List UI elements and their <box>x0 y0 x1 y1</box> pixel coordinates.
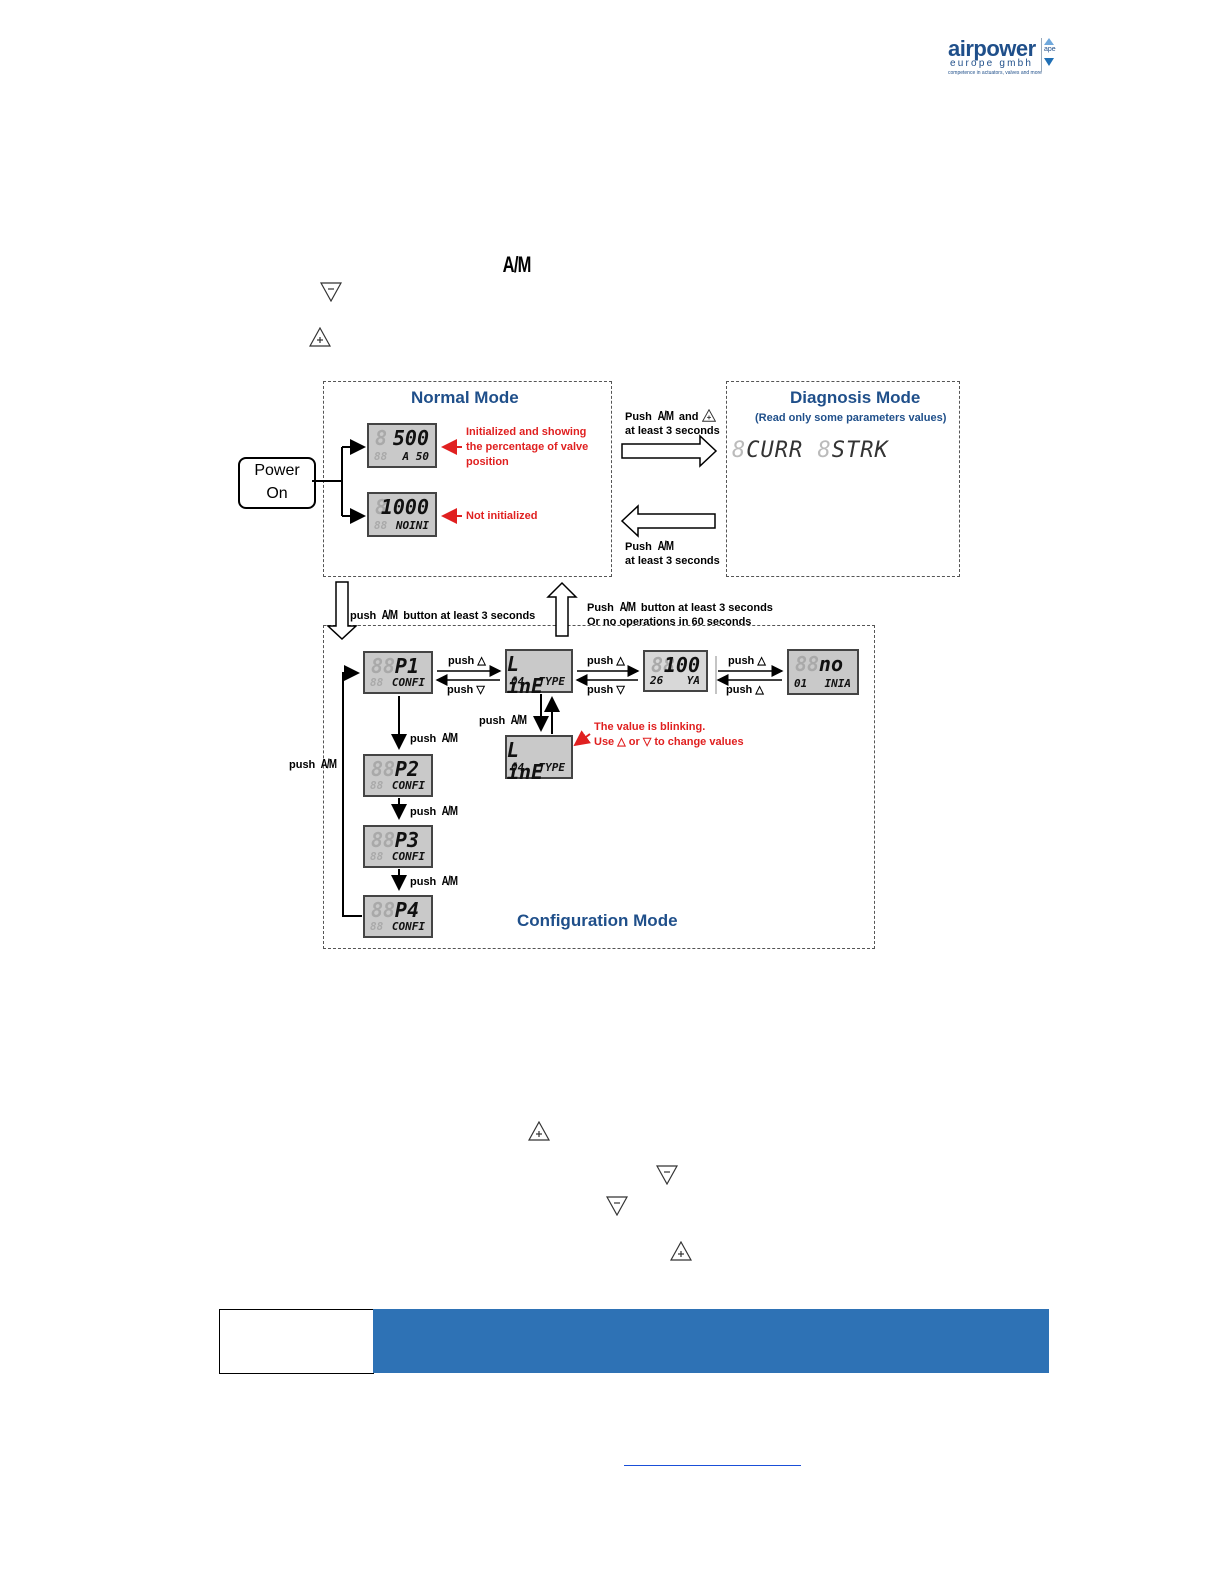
diagnosis-mode-title: Diagnosis Mode <box>790 388 921 407</box>
power-on-line-1: Power <box>254 462 300 479</box>
diagnosis-display-values: 8CURR 8STRK <box>732 438 889 463</box>
plus-button-icon <box>309 327 331 347</box>
footer-link[interactable] <box>624 1465 801 1466</box>
push-plus-label-1: push △ <box>448 655 486 667</box>
logo-subtitle: europe gmbh <box>950 58 1034 69</box>
push-minus-label-2: push ▽ <box>587 684 625 696</box>
logo-arrow-down-icon <box>1044 58 1054 66</box>
push-am-loop-label: push A/M <box>289 756 337 772</box>
footer-blue-bar <box>373 1309 1049 1373</box>
not-initialized-note: Not initialized <box>466 510 538 522</box>
footer-left-cell <box>219 1309 374 1374</box>
am-button-icon: A/M <box>502 252 532 277</box>
minus-button-icon <box>320 282 342 302</box>
company-logo: airpower europe gmbh competence in actua… <box>948 36 1058 82</box>
normal-mode-title: Normal Mode <box>411 388 519 407</box>
logo-badge: ape <box>1044 46 1056 53</box>
push-plus-label-2: push △ <box>587 655 625 667</box>
configuration-mode-box <box>323 625 875 949</box>
to-normal-from-config-label: Push A/M button at least 3 seconds Or no… <box>587 599 773 629</box>
diagnosis-mode-box <box>726 381 960 577</box>
plus-button-icon <box>701 408 716 422</box>
to-diagnosis-label: Push A/M and at least 3 seconds <box>625 408 720 438</box>
push-minus-label-1: push ▽ <box>447 684 485 696</box>
logo-tagline: competence in actuators, valves and more <box>948 70 1042 76</box>
push-am-label-2: push A/M <box>410 803 458 819</box>
configuration-mode-title: Configuration Mode <box>517 911 678 930</box>
push-plus-label-3: push △ <box>728 655 766 667</box>
logo-divider <box>1041 38 1042 72</box>
initialized-note: Initialized and showing the percentage o… <box>466 426 589 468</box>
power-on-box: Power On <box>238 457 316 509</box>
to-config-label: push A/M button at least 3 seconds <box>350 607 536 623</box>
push-am-edit-label: push A/M <box>479 712 527 728</box>
plus-button-icon <box>528 1121 550 1141</box>
power-on-line-2: On <box>266 485 288 502</box>
to-normal-label: Push A/M at least 3 seconds <box>625 538 720 568</box>
normal-mode-box <box>323 381 612 577</box>
logo-wordmark: airpower <box>948 36 1036 61</box>
minus-button-icon <box>656 1165 678 1185</box>
diagnosis-mode-subtitle: (Read only some parameters values) <box>755 412 947 424</box>
plus-button-icon <box>670 1241 692 1261</box>
push-am-label-1: push A/M <box>410 730 458 746</box>
minus-button-icon <box>606 1196 628 1216</box>
push-am-label-3: push A/M <box>410 873 458 889</box>
logo-arrow-up-icon <box>1044 38 1054 45</box>
push-plus-label-4: push △ <box>726 684 764 696</box>
blinking-note: The value is blinking. Use △ or ▽ to cha… <box>594 721 744 748</box>
